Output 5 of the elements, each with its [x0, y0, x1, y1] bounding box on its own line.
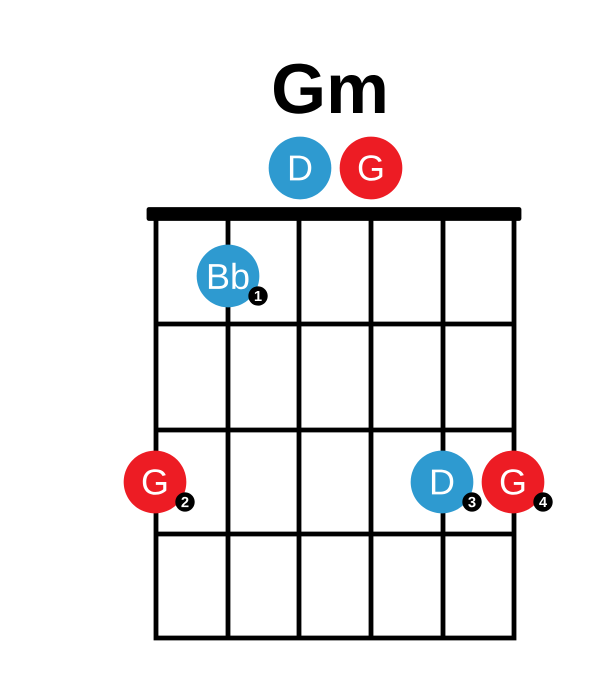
finger-number: 3 — [462, 492, 482, 512]
title: Gm — [274, 64, 385, 114]
finger-number: 1 — [248, 286, 268, 306]
finger-number: 2 — [175, 492, 195, 512]
finger-number: 4 — [533, 492, 553, 512]
